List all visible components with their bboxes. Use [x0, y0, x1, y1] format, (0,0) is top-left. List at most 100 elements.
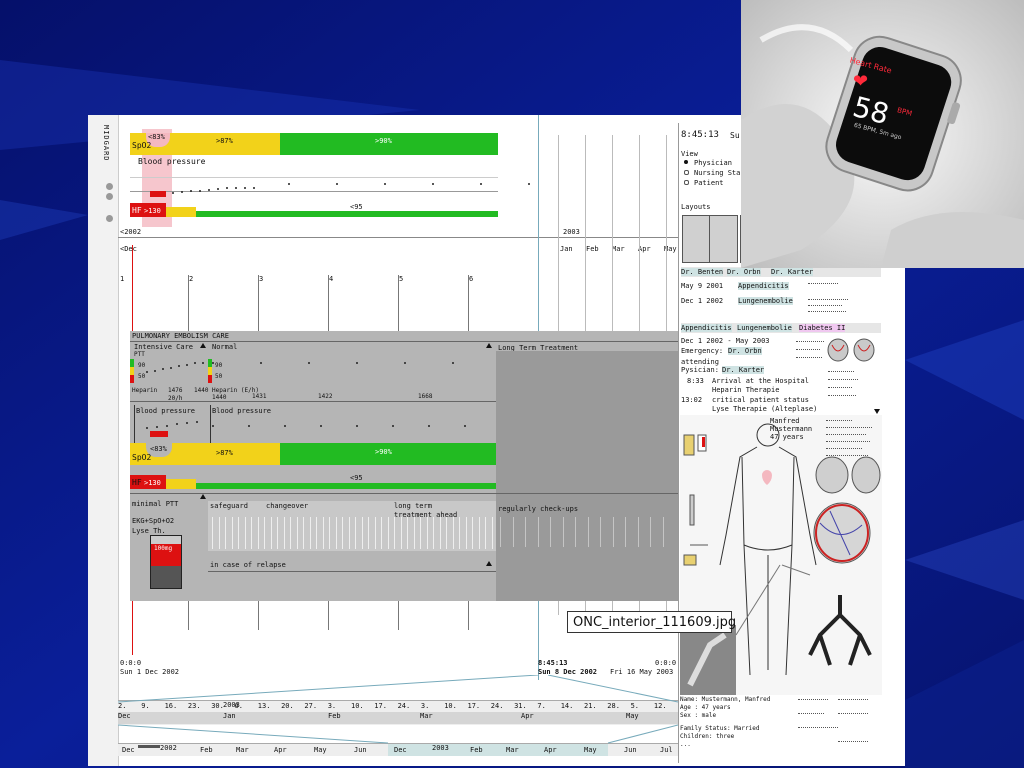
- phase-stripe: [625, 517, 626, 547]
- sidebar: MIDGARD: [88, 115, 119, 766]
- bp-dot: [528, 183, 530, 185]
- scroll-down-icon[interactable]: [874, 409, 880, 414]
- ptt-dot: [154, 369, 156, 372]
- bp-dot: [217, 188, 219, 190]
- emergency-doctor[interactable]: Dr. Orbn: [728, 347, 762, 355]
- attending-doctor[interactable]: Dr. Karter: [722, 366, 765, 374]
- dose-label: 100mg: [154, 545, 173, 552]
- bp-dot: [226, 187, 228, 190]
- phase-stripe: [296, 517, 298, 549]
- doctor-tab[interactable]: Dr. Benten: [681, 268, 724, 276]
- ekg-label: EKG+SpO+O2: [132, 517, 175, 525]
- bp-dot: [253, 187, 255, 190]
- dec-marker[interactable]: <Dec: [120, 245, 137, 253]
- history-diagnosis[interactable]: Appendicitis: [738, 282, 789, 290]
- phase-stripe: [612, 517, 614, 547]
- phase-stripe: [368, 517, 369, 549]
- long-term-block: [496, 351, 678, 601]
- ptt-dot: [260, 362, 262, 364]
- phase-stripe: [225, 517, 226, 549]
- view-radio-physician[interactable]: [684, 160, 688, 164]
- phase-stripe: [420, 517, 421, 549]
- ptt-label: PTT: [134, 351, 145, 358]
- phase-stripe: [342, 517, 343, 549]
- diagnosis-tag[interactable]: Appendicitis: [681, 324, 732, 332]
- day-tick: 6.: [234, 702, 243, 710]
- bp-dot: [208, 188, 210, 191]
- clock: 8:45:13: [681, 130, 719, 140]
- phase-stripe: [400, 517, 402, 549]
- bp-dot: [284, 425, 286, 427]
- minimal-ptt-label: minimal PTT: [132, 500, 179, 508]
- sidebar-handle-icon[interactable]: [106, 215, 113, 222]
- bp-dot: [186, 422, 188, 425]
- end-date: Fri 16 May 2003: [610, 668, 674, 676]
- day-ruler[interactable]: 2.9.16.23.30.6.13.20.27.3.10.17.24.3.10.…: [118, 700, 678, 725]
- collapse-icon[interactable]: [200, 343, 206, 348]
- safeguard-label: safeguard: [210, 502, 248, 510]
- ptt-dot: [202, 362, 204, 364]
- phase-stripe: [387, 517, 389, 549]
- phase-stripe: [303, 517, 304, 549]
- timeline-year: 2003: [563, 228, 580, 236]
- timeline-months: Jan Feb Mar Apr May: [560, 245, 677, 253]
- day-tick: 12.: [653, 702, 667, 710]
- day-tick: 24.: [490, 702, 504, 710]
- phase-stripe: [439, 517, 441, 549]
- sidebar-handle-icon[interactable]: [106, 183, 113, 190]
- hf-label: HF: [132, 206, 142, 215]
- phase-stripe: [550, 517, 551, 547]
- doctor-tab[interactable]: Dr. Karter: [771, 268, 814, 276]
- treatment-bp-left: Blood pressure: [136, 407, 196, 415]
- bp-dot: [190, 190, 192, 193]
- expand-icon[interactable]: [486, 561, 492, 566]
- spo2-label: SpO2: [132, 141, 152, 150]
- history-diagnosis[interactable]: Lungenembolie: [738, 297, 793, 305]
- phase-stripe: [335, 517, 337, 549]
- day-tick: 27.: [304, 702, 318, 710]
- midgard-screenshot: MIDGARD SpO2 <83% >87% >90% Blood pressu…: [88, 115, 905, 766]
- day-tick: 10.: [351, 702, 364, 710]
- overview-window[interactable]: [388, 744, 608, 756]
- expand-icon[interactable]: [200, 494, 206, 499]
- view-radio-patient[interactable]: [684, 180, 689, 185]
- treatment-hf-band: HF >130 <95: [130, 474, 496, 489]
- anatomy-diagram[interactable]: [680, 415, 882, 695]
- sidebar-handle-icon[interactable]: [106, 193, 113, 200]
- ptt-dot: [356, 362, 358, 364]
- phase-stripe: [459, 517, 460, 549]
- bp-label: Blood pressure: [138, 157, 206, 166]
- heart-anatomy-icon[interactable]: [826, 337, 876, 363]
- day-tick: 17.: [374, 702, 387, 710]
- phase-stripe: [413, 517, 415, 549]
- overview-bar[interactable]: Dec 2002 Feb Mar Apr May Jun Dec 2003 Fe…: [118, 743, 678, 756]
- lyse-dose-box[interactable]: [150, 535, 182, 589]
- doctor-tab[interactable]: Dr. Orbn: [727, 268, 761, 276]
- smartwatch-illustration: [741, 0, 1024, 268]
- phase-stripe: [309, 517, 311, 549]
- ptt-color-bar-right: [208, 359, 212, 383]
- spo2-band: SpO2 <83% >87% >90%: [130, 133, 498, 155]
- day-tick: 24.: [397, 702, 411, 710]
- safeguard-phase[interactable]: [208, 501, 496, 551]
- start-date: Sun 1 Dec 2002: [120, 668, 180, 676]
- treatment-title: PULMONARY EMBOLISM CARE: [132, 332, 229, 340]
- phase-stripe: [231, 517, 233, 549]
- hf-normal: <95: [350, 203, 363, 211]
- bp-dot: [196, 421, 198, 423]
- phase-stripe: [433, 517, 434, 549]
- view-label: View: [681, 150, 698, 158]
- diagnosis-tag[interactable]: Diabetes II: [799, 324, 846, 332]
- day-tick: 23.: [187, 702, 201, 710]
- spo2-mid: >87%: [216, 137, 233, 145]
- layout-thumb[interactable]: [682, 215, 738, 263]
- timeline-left-marker[interactable]: <2002: [120, 228, 142, 236]
- phase-stripe: [537, 517, 539, 547]
- collapse-icon[interactable]: [486, 343, 492, 348]
- phase-stripe: [637, 517, 639, 547]
- diagnosis-tag[interactable]: Lungenembolie: [737, 324, 792, 332]
- bp-dot: [464, 425, 466, 427]
- phase-stripe: [478, 517, 480, 549]
- view-radio-nursing[interactable]: [684, 170, 689, 175]
- phase-stripe: [348, 517, 350, 549]
